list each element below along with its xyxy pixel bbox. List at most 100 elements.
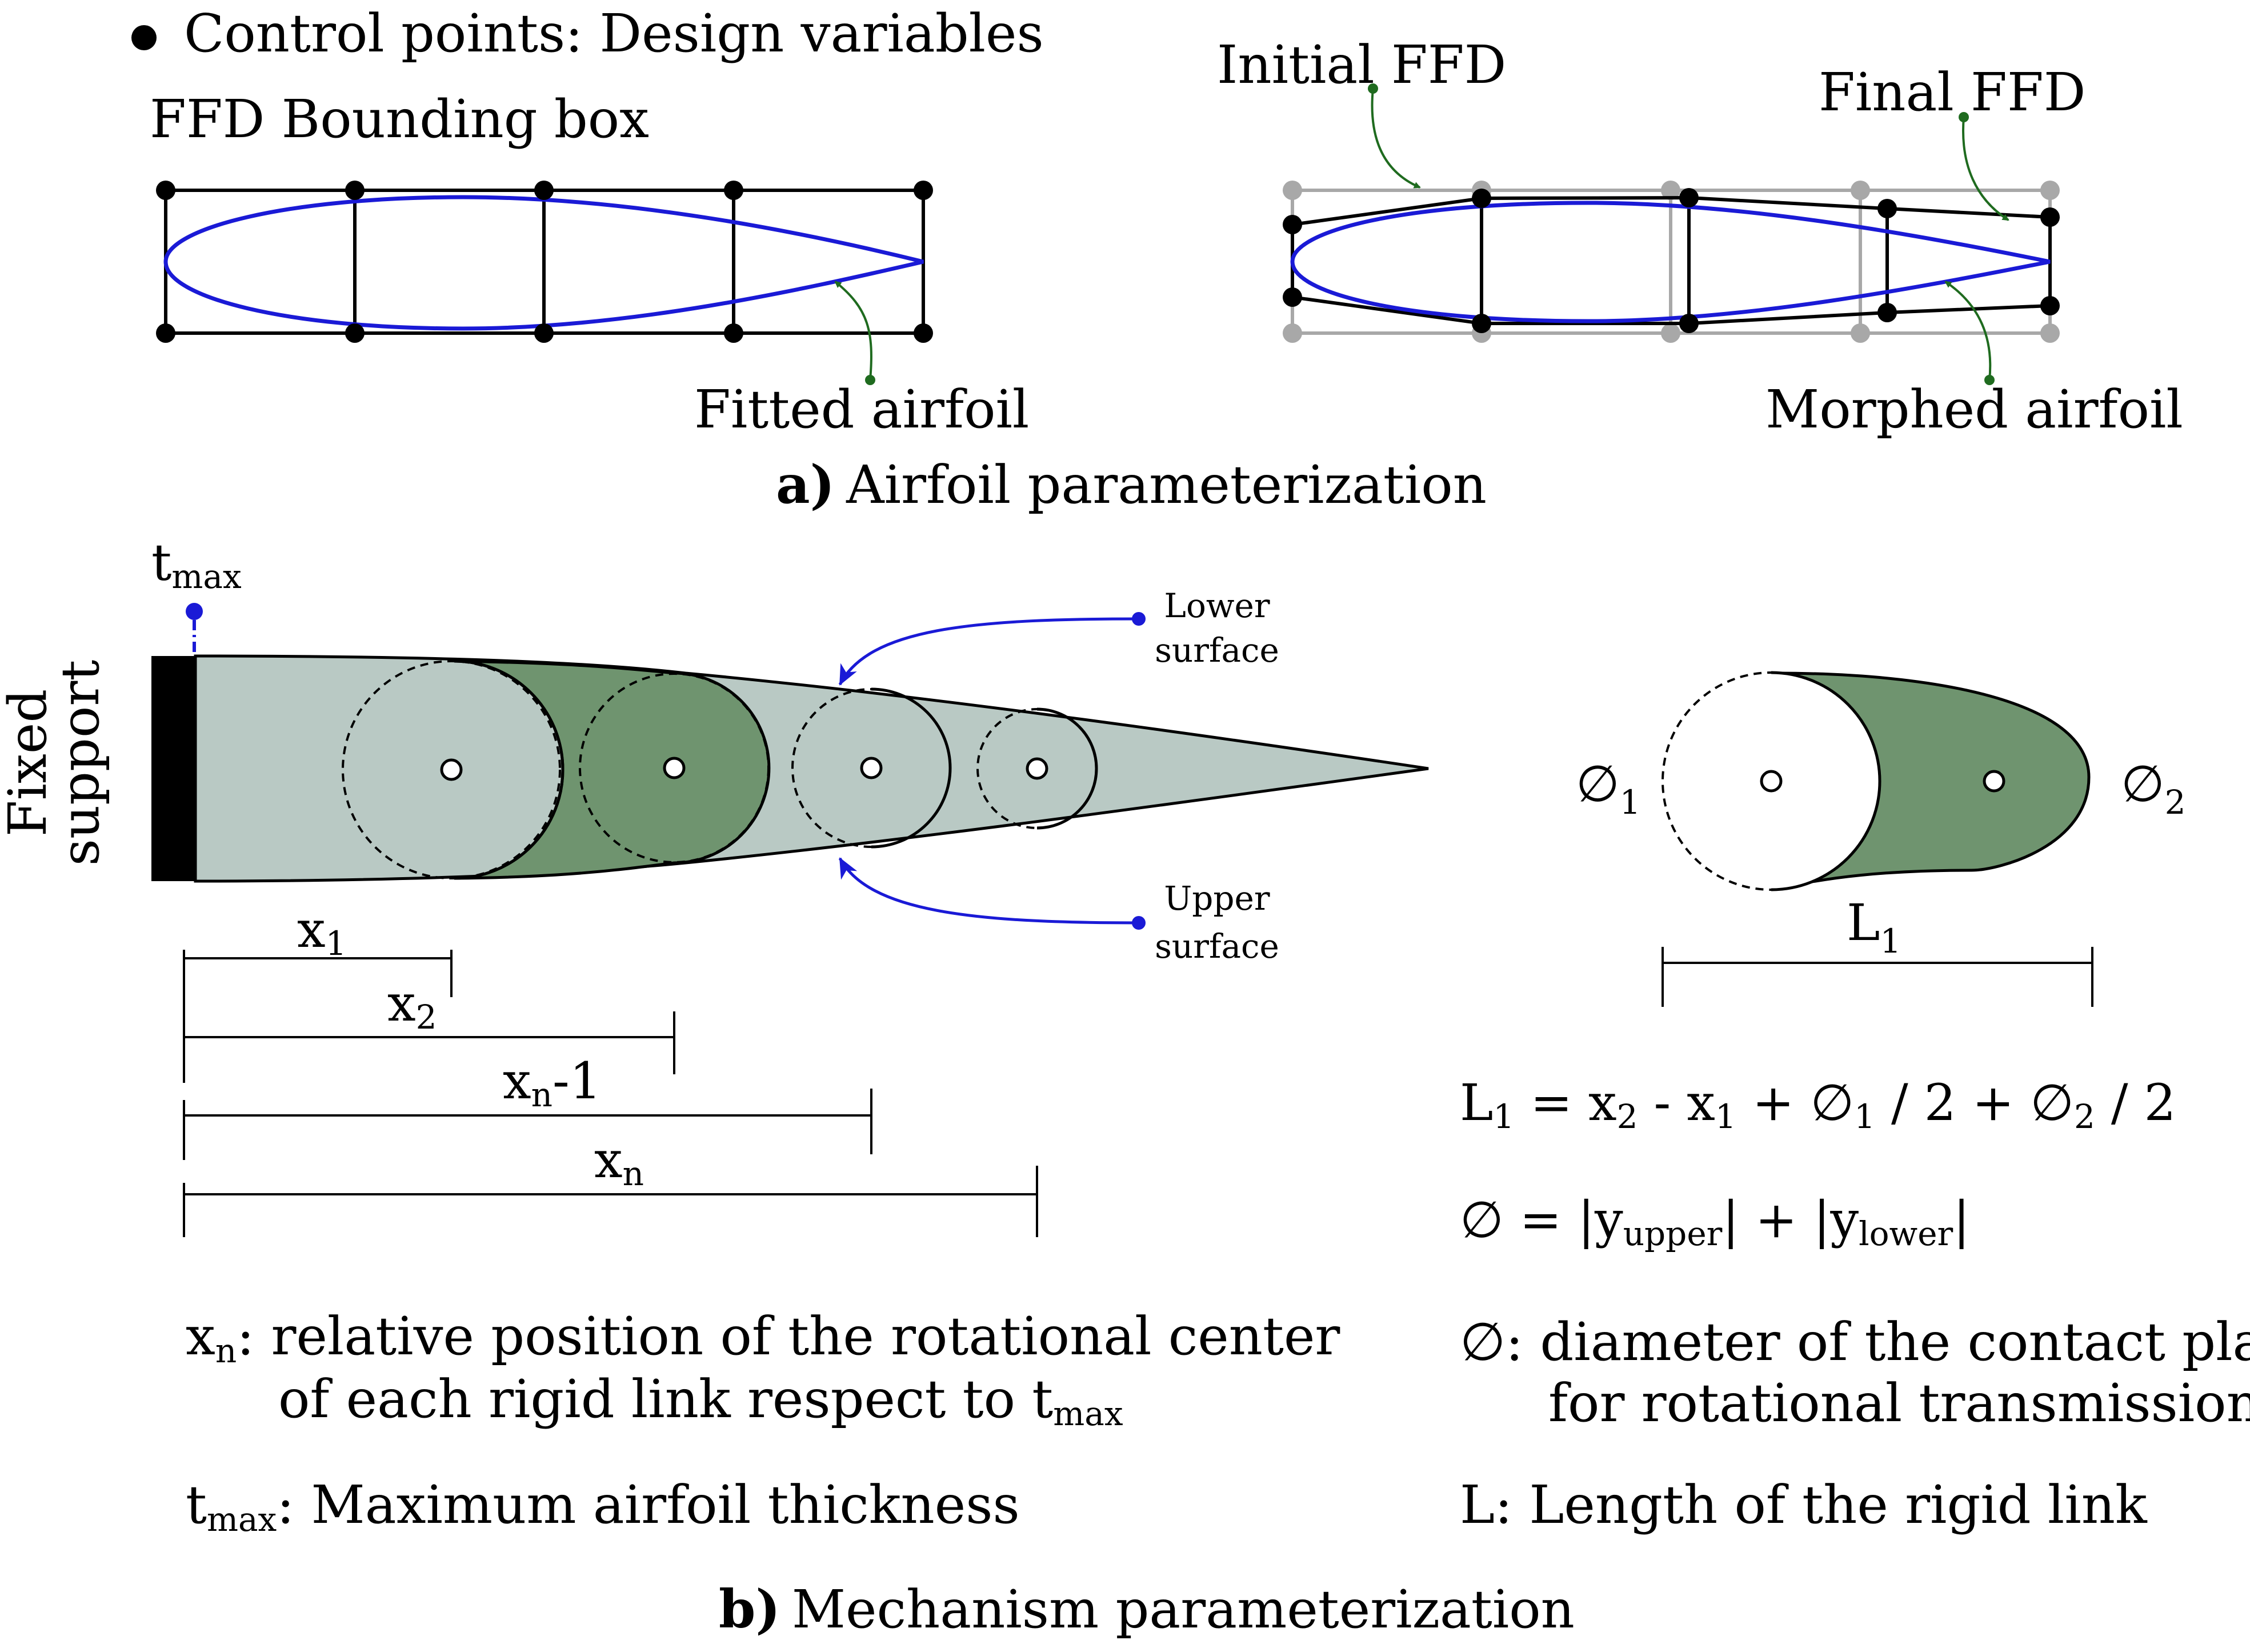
leader-dot [1959, 112, 1969, 122]
final-control-points [1283, 188, 2060, 333]
eq1-Lsub: 1 [1493, 1097, 1514, 1136]
dimension-x1 [183, 950, 453, 1020]
upper-surface-line2: surface [1155, 927, 1279, 966]
x1-base: x [297, 900, 326, 959]
rigid-link-center-2 [1983, 770, 2005, 793]
x2-sub: 2 [416, 998, 437, 1037]
final-control-point [1472, 189, 1491, 208]
final-control-point [1472, 314, 1491, 333]
control-point [156, 323, 175, 343]
control-point [534, 181, 554, 200]
def-tmax: tmax: Maximum airfoil thickness [186, 1474, 1020, 1539]
eq1-s1: 2 [1617, 1097, 1638, 1136]
upper-surface-label: Upper surface [1155, 879, 1279, 966]
def-xn-base: x [186, 1306, 215, 1367]
equation-diameter: ∅ = |yupper| + |ylower| [1460, 1190, 1970, 1253]
d1-sub: 1 [1620, 783, 1641, 822]
xn-1-label: xn-1 [503, 1051, 602, 1114]
xn-1-base: x [503, 1051, 531, 1110]
def-xn-sub: n [215, 1331, 237, 1370]
eq1-p2: + ∅ [1736, 1073, 1854, 1132]
caption-b-text: Mechanism parameterization [792, 1579, 1575, 1640]
control-point-legend-icon [131, 25, 157, 50]
lower-surface-arrow [838, 617, 1139, 686]
initial-control-point [1283, 323, 1302, 343]
caption-a: a)Airfoil parameterization [776, 454, 1487, 515]
caption-b-letter: b) [719, 1578, 780, 1640]
initial-ffd-leader-arrow [1371, 88, 1421, 189]
legend-label: Control points: Design variables [184, 3, 1044, 64]
final-control-point [2040, 207, 2060, 227]
leader-dot [865, 375, 875, 385]
mechanism-airfoil-body [194, 654, 1429, 883]
xn-base: x [594, 1130, 623, 1189]
fixed-support-label: Fixedsupport [0, 660, 111, 866]
dimension-xn [183, 1166, 1038, 1237]
initial-control-point [1283, 181, 1302, 200]
def-tmax-base: t [186, 1474, 207, 1535]
control-point [914, 181, 933, 200]
diameter-2-label: ∅2 [2121, 754, 2186, 822]
tmax-dot [186, 603, 203, 620]
leader-dot [1368, 83, 1378, 94]
equation-L1: L1 = x2 - x1 + ∅1 / 2 + ∅2 / 2 [1460, 1073, 2176, 1136]
x2-base: x [387, 974, 416, 1033]
L1-sub: 1 [1880, 922, 1901, 961]
lower-surface-line1: Lower [1164, 586, 1270, 625]
link-end-arc-3 [871, 687, 952, 849]
fixed-support-block [151, 656, 195, 881]
tmax-base: t [151, 533, 171, 592]
eq1-L: L [1460, 1073, 1493, 1132]
fitted-airfoil-leader-arrow [834, 281, 872, 381]
control-point [914, 323, 933, 343]
morphed-airfoil-label: Morphed airfoil [1765, 379, 2183, 440]
eq1-eq: = x [1514, 1073, 1616, 1132]
eq2-s1: upper [1623, 1214, 1723, 1253]
leader-dot [1132, 916, 1146, 930]
link-end-arc-1 [454, 659, 564, 880]
eq1-p3: / 2 + ∅ [1875, 1073, 2074, 1132]
ffd-control-points [156, 181, 933, 343]
def-xn-line2-sub: max [1053, 1394, 1123, 1433]
d1-base: ∅ [1576, 754, 1620, 813]
xn-1-post: -1 [553, 1051, 602, 1110]
diameter-1-label: ∅1 [1576, 754, 1641, 822]
fixed-support-line1: Fixed [0, 689, 58, 837]
dimension-L1 [1662, 947, 2093, 1007]
L1-base: L [1847, 893, 1880, 952]
initial-control-point [2040, 323, 2060, 343]
def-L: L: Length of the rigid link [1460, 1474, 2148, 1535]
def-xn-line1: xn: relative position of the rotational … [186, 1306, 1340, 1370]
initial-control-point [1851, 323, 1870, 343]
eq1-s3: 1 [1854, 1097, 1875, 1136]
final-ffd-label: Final FFD [1819, 62, 2085, 123]
d2-base: ∅ [2121, 754, 2165, 813]
tmax-sub: max [171, 557, 241, 596]
final-control-point [2040, 296, 2060, 315]
initial-control-point [2040, 181, 2060, 200]
leader-dot [1132, 612, 1146, 626]
contact-circle-1 [342, 660, 561, 879]
rotational-center-1 [440, 758, 463, 781]
control-point [724, 323, 743, 343]
def-diameter-line2: for rotational transmission [1548, 1373, 2250, 1434]
def-xn-line2-text: of each rigid link respect to t [278, 1369, 1053, 1430]
fixed-support-line2: support [50, 660, 111, 866]
ffd-morph-diagram: Initial FFD Final FFD [1217, 34, 2183, 440]
L1-label: L1 [1847, 893, 1901, 961]
x2-label: x2 [387, 974, 437, 1037]
upper-surface-line1: Upper [1164, 879, 1270, 918]
eq2-s2: lower [1859, 1214, 1953, 1253]
control-point [156, 181, 175, 200]
ffd-bounding-box-label: FFD Bounding box [150, 89, 649, 150]
def-xn-line2: of each rigid link respect to tmax [278, 1369, 1123, 1433]
final-control-point [1283, 287, 1302, 307]
final-control-point [1877, 303, 1897, 322]
fitted-airfoil-label: Fitted airfoil [694, 379, 1029, 440]
legend: Control points: Design variables [131, 3, 1044, 64]
initial-ffd-label: Initial FFD [1217, 34, 1506, 95]
def-tmax-sub: max [207, 1500, 277, 1539]
ffd-bounding-box-diagram: FFD Bounding box Fitted airfoil [150, 89, 1029, 440]
